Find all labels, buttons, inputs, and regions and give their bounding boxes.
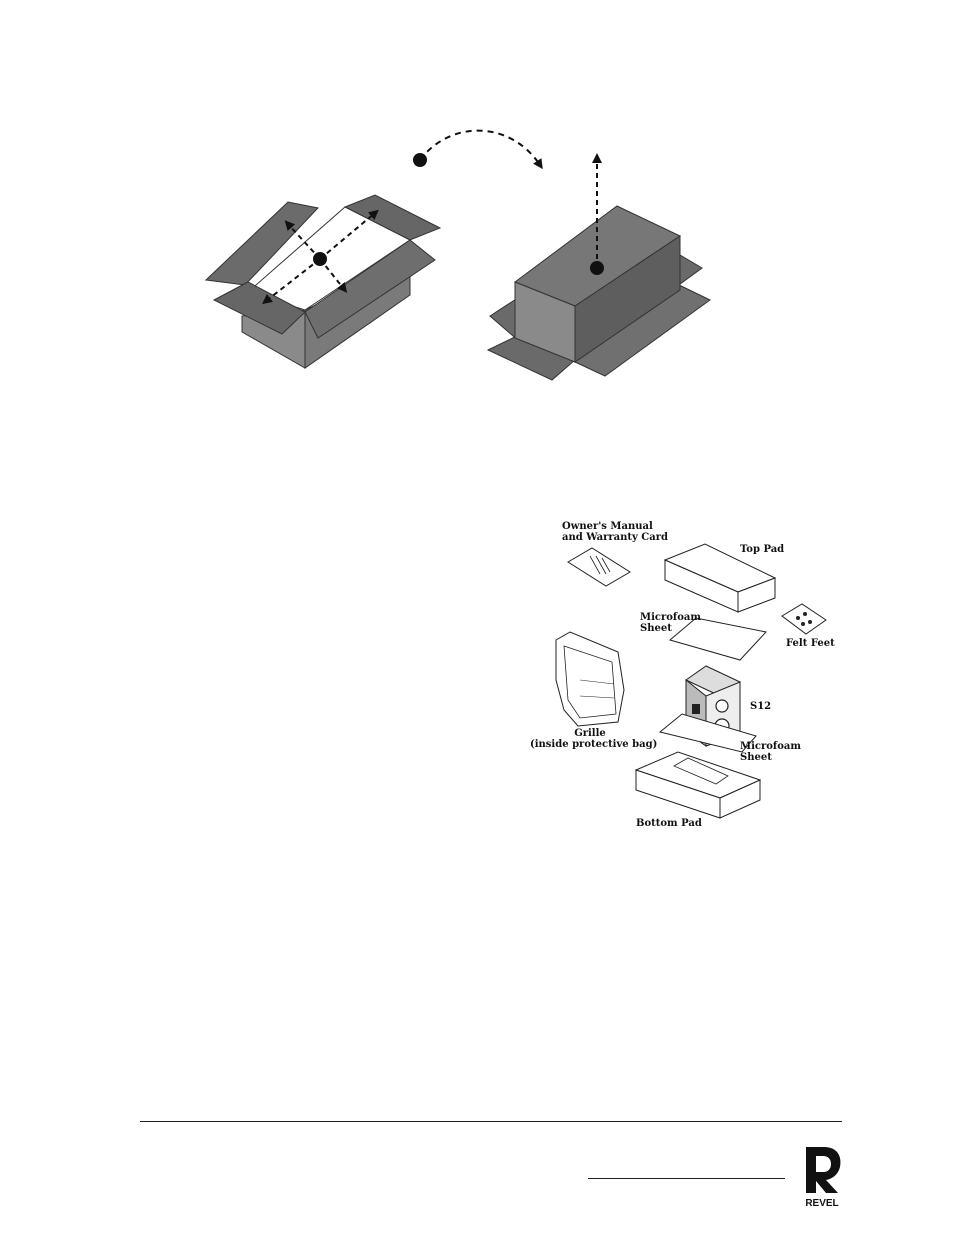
revel-logo-text: REVEL <box>805 1198 838 1209</box>
microfoam-top-label: Microfoam Sheet <box>640 612 701 634</box>
owners-manual-label-line1: Owner's Manual <box>562 521 668 532</box>
microfoam-bottom-label-line2: Sheet <box>740 752 801 763</box>
grille-label: Grille (inside protective bag) <box>530 728 650 750</box>
grille-label-line1: Grille <box>530 728 650 739</box>
package-contents-diagram: Owner's Manual and Warranty Card Top Pad… <box>520 500 850 840</box>
microfoam-bottom-label: Microfoam Sheet <box>740 741 801 763</box>
footer-divider <box>140 1121 842 1122</box>
unpacking-illustration <box>0 0 954 420</box>
open-box <box>206 195 440 368</box>
felt-feet-icon <box>782 604 826 634</box>
bottom-pad-label: Bottom Pad <box>636 818 702 829</box>
grille-label-line2: (inside protective bag) <box>530 739 650 750</box>
speaker-model-label: S12 <box>750 701 771 712</box>
microfoam-top-label-line1: Microfoam <box>640 612 701 623</box>
transition-arrow <box>413 131 540 167</box>
footer-short-divider <box>588 1178 785 1179</box>
manual-booklet-icon <box>568 548 630 586</box>
microfoam-top-label-line2: Sheet <box>640 623 701 634</box>
package-contents-drawing <box>520 500 850 840</box>
owners-manual-label: Owner's Manual and Warranty Card <box>562 521 668 543</box>
inverted-box <box>488 158 710 380</box>
grille-icon <box>556 632 624 726</box>
felt-feet-label: Felt Feet <box>786 638 835 649</box>
top-pad-label: Top Pad <box>740 544 784 555</box>
revel-logo: REVEL <box>800 1143 844 1209</box>
owners-manual-label-line2: and Warranty Card <box>562 532 668 543</box>
microfoam-bottom-label-line1: Microfoam <box>740 741 801 752</box>
